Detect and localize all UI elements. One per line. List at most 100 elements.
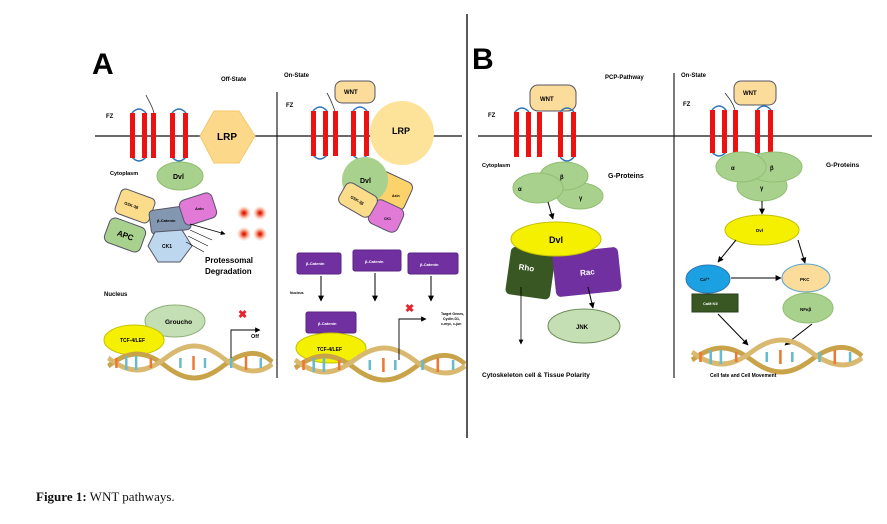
lrp-circle (370, 101, 434, 165)
alpha-label: α (518, 187, 522, 193)
target-genes-label: Target Genes, (441, 312, 464, 316)
g-alpha (715, 151, 767, 183)
alpha-label: α (731, 166, 735, 172)
wnt-label: WNT (743, 91, 757, 97)
on-state-a: On-State FZ WNT LRP Axin CK1 (284, 73, 465, 380)
pcp-pathway: PCP-Pathway WNT FZ Cytoplasm γ β α G-Pro… (482, 75, 644, 379)
beta-catenin-row: β-Catenin β-Catenin β-Catenin (296, 249, 459, 302)
frizzled-receptor (130, 94, 188, 162)
caption-label: Figure 1: (36, 489, 87, 504)
beta-catenin-label: β-Catenin (306, 261, 325, 266)
ck1-label: CK1 (162, 244, 172, 250)
tcf-lef-label: TCF-4/LEF (317, 347, 342, 353)
target-genes-label: Cyclin D1, (443, 317, 460, 321)
jnk-ellipse (547, 308, 621, 344)
nucleus-label: Nucleus (290, 291, 304, 295)
rho-box (505, 246, 556, 300)
jnk-label: JNK (576, 325, 589, 331)
off-label: Off (251, 334, 259, 340)
lrp-label: LRP (217, 132, 237, 143)
degradation-label-2: Degradation (205, 267, 252, 276)
wnt-label: WNT (540, 97, 554, 103)
ca-ellipse (685, 264, 731, 294)
fz-label: FZ (488, 113, 496, 119)
frizzled-receptor (514, 107, 576, 162)
pkc-label: PKC (800, 277, 810, 282)
camkii-label: CaM KII (703, 301, 718, 306)
panel-a-letter: A (92, 48, 114, 81)
dvl-label: Dvl (173, 174, 184, 181)
rho-label: Rho (518, 262, 535, 273)
figure-caption: Figure 1: WNT pathways. (36, 489, 175, 505)
dvl-ellipse (724, 214, 800, 246)
rac-label: Rac (580, 267, 596, 278)
panel-b: B PCP-Pathway WNT FZ Cytoplasm γ β (472, 43, 872, 379)
off-state: Off-State FZ LRP Cytoplasm Dvl (103, 77, 273, 378)
beta-catenin-label: β-Catenin (365, 259, 384, 264)
blocked-x-icon: ✖ (405, 303, 414, 315)
on-state-title: On-State (284, 73, 310, 79)
gsk3b-label: GSK-3β (124, 200, 140, 210)
wnt-label: WNT (344, 90, 358, 96)
beta-label: β (770, 166, 774, 172)
pcp-title: PCP-Pathway (605, 75, 644, 81)
beta-catenin-label: β-Catenin (318, 321, 337, 326)
off-state-title: Off-State (221, 77, 247, 83)
on-state-b: On-State FZ WNT γ β α G-Proteins (681, 73, 862, 379)
fz-label: FZ (683, 102, 691, 108)
fz-label: FZ (286, 103, 294, 109)
axin-label: Axin (392, 194, 400, 198)
target-genes-label: c-myc, c-jun (441, 322, 461, 326)
g-proteins-label: G-Proteins (826, 162, 860, 169)
fz-label: FZ (106, 114, 114, 120)
dna-helix (692, 340, 862, 372)
gsk3b-label: GSK-3β (350, 194, 366, 206)
dvl-ellipse (156, 161, 204, 191)
tcf-lef-label: TCF-4/LEF (120, 338, 145, 344)
arrow (717, 239, 737, 263)
g-proteins-label: G-Proteins (608, 173, 644, 180)
on-state-title: On-State (681, 73, 707, 79)
cytoplasm-label: Cytoplasm (110, 171, 138, 177)
transcription-arrow (230, 327, 261, 358)
pkc-ellipse (781, 263, 831, 293)
beta-catenin-label: β-Catenin (420, 262, 439, 267)
arrow (547, 201, 555, 220)
wnt-ligand (334, 80, 376, 104)
lrp-hexagon (199, 110, 256, 164)
camkii-box (691, 293, 739, 313)
dvl-label: Dvl (549, 235, 563, 245)
ca-label: Ca²⁺ (700, 277, 710, 282)
wnt-ligand (529, 84, 577, 112)
on-state-outcome-label: Cell fate and Cell Movement (710, 373, 777, 379)
lrp-label: LRP (392, 126, 410, 136)
blocked-x-icon: ✖ (238, 309, 247, 321)
nfkb-label: NFκβ (800, 307, 812, 312)
dvl-ellipse (510, 221, 602, 257)
gamma-label: γ (579, 196, 583, 202)
panel-a: A Off-State FZ LRP Cytoplasm Dv (92, 48, 465, 380)
nfkb-ellipse (782, 292, 834, 324)
proteasome-degradation-icon (237, 206, 267, 241)
degradation-label-1: Protessomal (205, 256, 253, 265)
wnt-ligand (733, 80, 777, 106)
beta-catenin-label: β-Catenin (157, 218, 176, 223)
cytoplasm-label: Cytoplasm (482, 163, 510, 169)
pcp-outcome-label: Cytoskeleton cell & Tissue Polarity (482, 372, 590, 379)
arrow (587, 286, 595, 309)
groucho-label: Groucho (165, 319, 192, 326)
beta-label: β (560, 175, 564, 181)
caption-text: WNT pathways. (86, 489, 175, 504)
nucleus-label: Nucleus (104, 292, 128, 298)
dvl-label: Dvl (360, 178, 371, 185)
ck1-label: CK1 (384, 217, 391, 221)
gsk3b-box (338, 182, 378, 218)
axin-label: Axin (195, 206, 204, 211)
transcription-arrow (398, 316, 427, 360)
dvl-label: Dvl (756, 228, 763, 233)
arrow (797, 239, 807, 264)
g-alpha (512, 172, 564, 204)
gamma-label: γ (760, 186, 764, 192)
groucho-ellipse (144, 304, 206, 338)
